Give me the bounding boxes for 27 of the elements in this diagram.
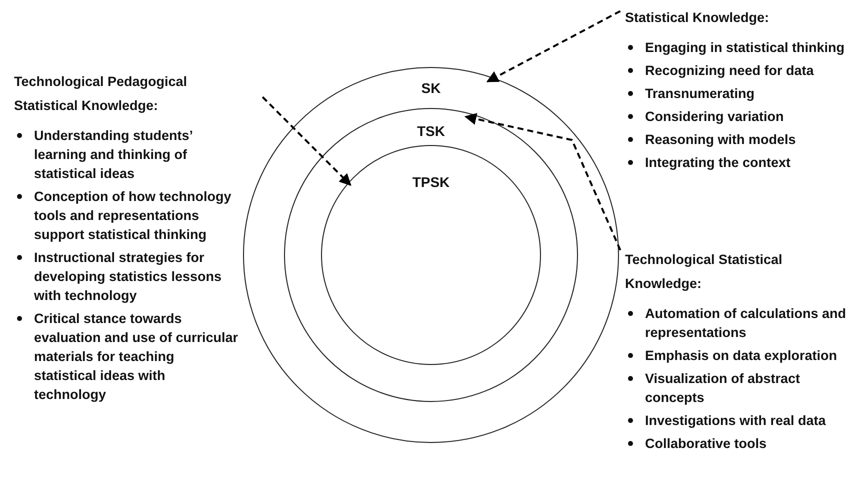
bullet-text: Integrating the context bbox=[645, 155, 791, 170]
bullet-text: Transnumerating bbox=[645, 86, 755, 101]
circle bbox=[243, 67, 619, 443]
bullet-text: Understanding students’ learning and thinking of statistical ideas bbox=[34, 128, 192, 181]
heading: Technological Pedagogical Statistical Knowledge: bbox=[14, 73, 188, 115]
circle-label: TPSK bbox=[412, 174, 450, 190]
circle bbox=[284, 108, 578, 402]
bullet-text: Collaborative tools bbox=[645, 436, 767, 451]
bullet-text: Investigations with real data bbox=[645, 413, 826, 428]
bullet-text: Visualization of abstract concepts bbox=[645, 371, 800, 405]
bullet-text: Conception of how technology tools and representations support statistical thinking bbox=[34, 189, 232, 242]
heading: Statistical Knowledge: bbox=[625, 9, 770, 27]
circle-label: SK bbox=[421, 80, 441, 96]
circle-label: TSK bbox=[417, 123, 445, 139]
bullet-text: Critical stance towards evaluation and use of curricular materials for teaching statistical ideas with technology bbox=[34, 311, 238, 402]
dashed-arrow bbox=[464, 113, 622, 250]
circle bbox=[321, 145, 541, 365]
bullet-text: Engaging in statistical thinking bbox=[645, 40, 845, 55]
bullet-text: Recognizing need for data bbox=[645, 63, 814, 78]
heading: Technological Statistical Knowledge: bbox=[625, 251, 784, 293]
bullet-text: Instructional strategies for developing statistics lessons with technology bbox=[34, 250, 222, 303]
bullet-text: Emphasis on data exploration bbox=[645, 348, 838, 363]
dashed-arrow bbox=[262, 96, 352, 186]
bullet-text: Automation of calculations and representations bbox=[645, 306, 846, 340]
bullet-text: Considering variation bbox=[645, 109, 784, 124]
dashed-arrow bbox=[486, 10, 621, 82]
bullet-text: Reasoning with models bbox=[645, 132, 796, 147]
